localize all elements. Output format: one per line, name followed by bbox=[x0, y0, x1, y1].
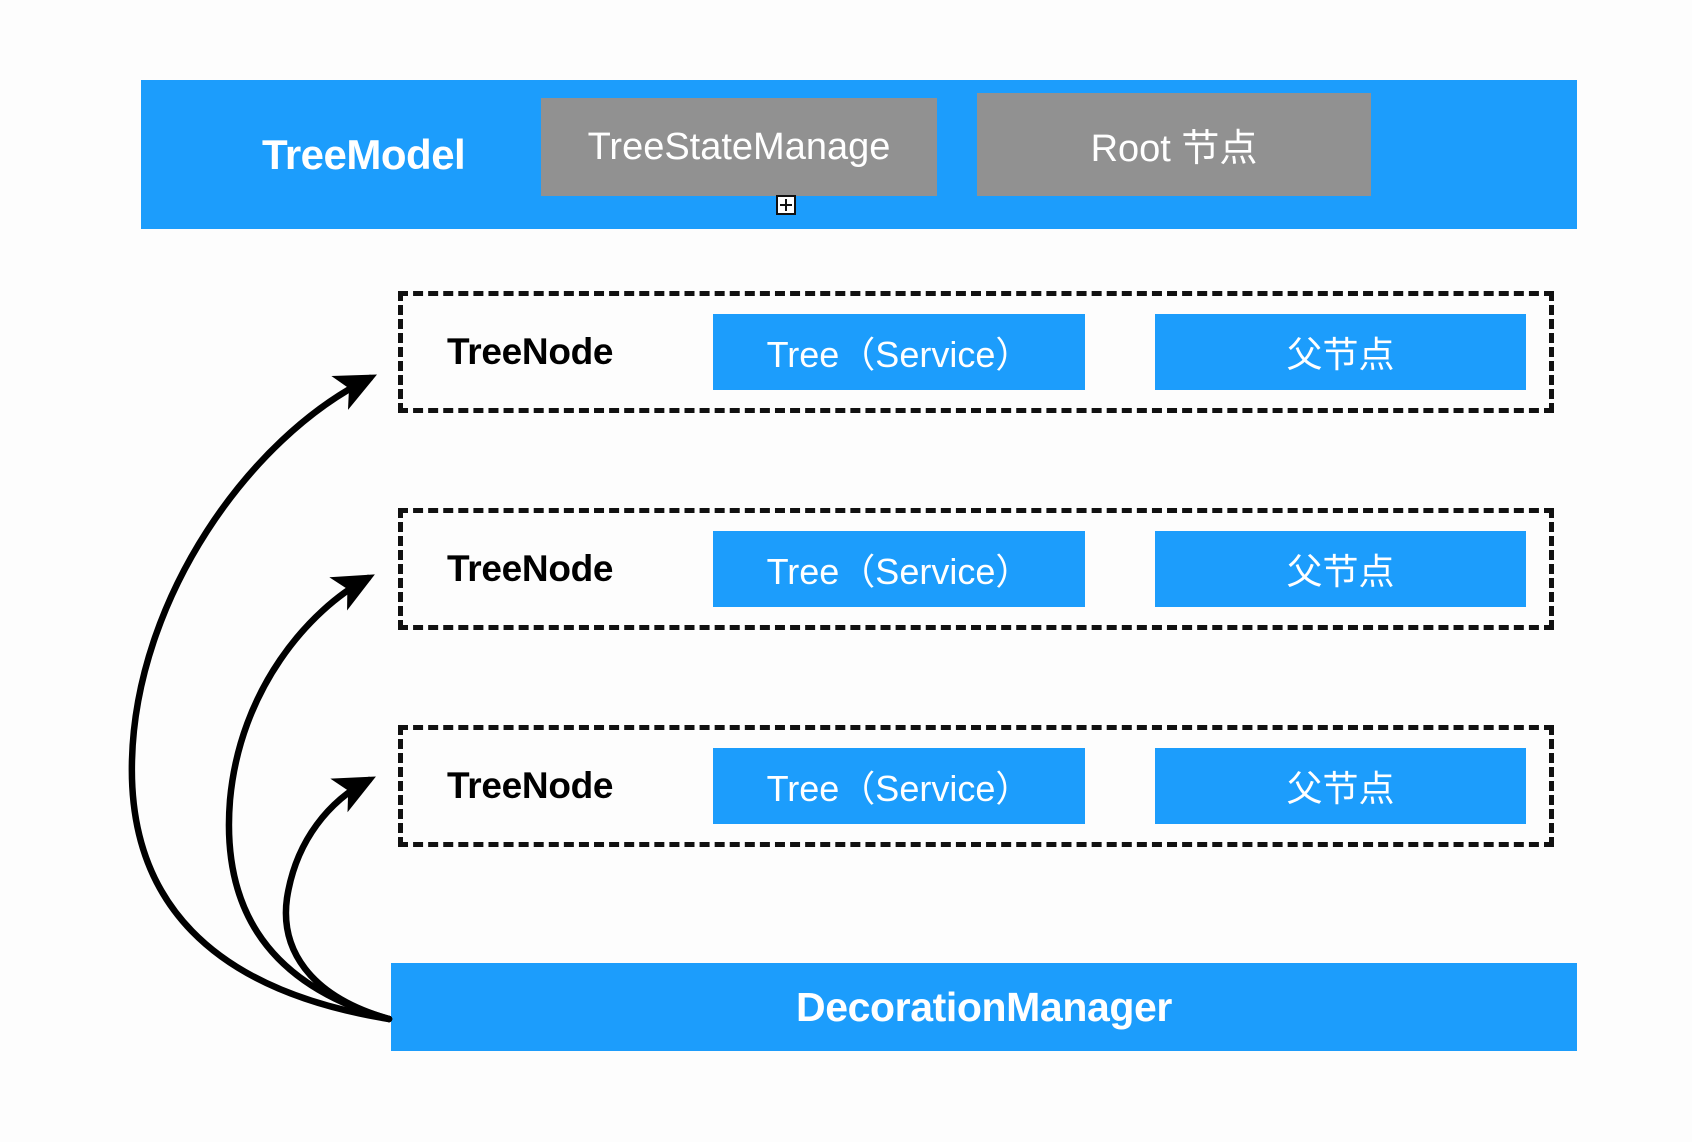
plus-crosshair-cursor-icon bbox=[776, 195, 796, 215]
tree-service-label: Tree（Service） bbox=[766, 768, 1032, 809]
tree-node-label: TreeNode bbox=[447, 331, 614, 372]
tree-node-label: TreeNode bbox=[447, 548, 614, 589]
root-node-label: Root 节点 bbox=[1090, 128, 1258, 170]
tree-service-chip[interactable]: Tree（Service） bbox=[713, 748, 1085, 824]
root-node-chip[interactable]: Root 节点 bbox=[977, 93, 1371, 196]
tree-service-chip[interactable]: Tree（Service） bbox=[713, 531, 1085, 607]
tree-service-label: Tree（Service） bbox=[766, 551, 1032, 592]
tree-model-title: TreeModel bbox=[262, 130, 466, 178]
arrow-to-treenode-1 bbox=[128, 374, 393, 1023]
tree-service-label: Tree（Service） bbox=[766, 334, 1032, 375]
parent-node-chip[interactable]: 父节点 bbox=[1155, 748, 1526, 824]
arrow-to-treenode-2 bbox=[225, 574, 393, 1023]
parent-node-chip[interactable]: 父节点 bbox=[1155, 314, 1526, 390]
decoration-manager-band: DecorationManager bbox=[391, 963, 1577, 1051]
tree-model-band: TreeModel TreeStateManage Root 节点 bbox=[141, 80, 1577, 229]
tree-state-manage-label: TreeStateManage bbox=[587, 125, 891, 168]
parent-node-chip[interactable]: 父节点 bbox=[1155, 531, 1526, 607]
tree-state-manage-chip[interactable]: TreeStateManage bbox=[541, 98, 937, 196]
table-row[interactable]: TreeNode Tree（Service） 父节点 bbox=[398, 291, 1554, 413]
decoration-manager-title: DecorationManager bbox=[796, 983, 1172, 1030]
arrow-to-treenode-3 bbox=[282, 776, 393, 1023]
table-row[interactable]: TreeNode Tree（Service） 父节点 bbox=[398, 725, 1554, 847]
table-row[interactable]: TreeNode Tree（Service） 父节点 bbox=[398, 508, 1554, 630]
tree-node-label: TreeNode bbox=[447, 765, 614, 806]
tree-service-chip[interactable]: Tree（Service） bbox=[713, 314, 1085, 390]
parent-node-label: 父节点 bbox=[1286, 551, 1395, 592]
parent-node-label: 父节点 bbox=[1286, 334, 1395, 375]
parent-node-label: 父节点 bbox=[1286, 768, 1395, 809]
